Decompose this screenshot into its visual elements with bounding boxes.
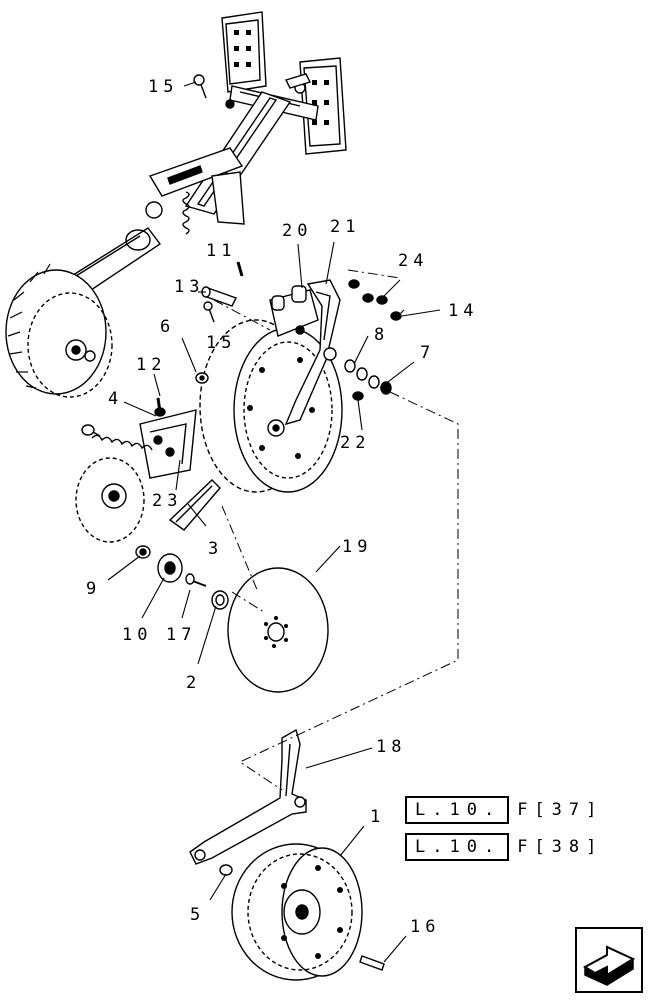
gauge-wheel-arm	[269, 279, 341, 426]
closing-wheel	[231, 843, 363, 981]
callout-16: 16	[410, 917, 440, 937]
callout-5: 5	[190, 905, 205, 925]
callout-11: 11	[206, 241, 236, 261]
callout-19: 19	[342, 537, 372, 557]
closing-wheel-arm	[189, 728, 307, 865]
reference-page: F[37]	[517, 800, 604, 820]
reference-link-1[interactable]: L.10. F[37]	[405, 796, 603, 824]
callout-9: 9	[86, 579, 101, 599]
reference-page: F[38]	[517, 837, 604, 857]
callout-6: 6	[160, 317, 175, 337]
callout-18: 18	[376, 737, 406, 757]
callout-20: 20	[282, 221, 312, 241]
callout-23: 23	[152, 491, 182, 511]
gauge-arm-assembly	[75, 409, 221, 543]
callout-3: 3	[208, 539, 223, 559]
callout-1: 1	[370, 807, 385, 827]
callout-22: 22	[340, 433, 370, 453]
callout-24: 24	[398, 251, 428, 271]
callout-labels: 15 20 21 11 24 13 14 15 6 8 7 12 4 22 23…	[86, 77, 478, 937]
callout-2: 2	[186, 673, 201, 693]
seed-disk	[227, 567, 329, 693]
callout-4: 4	[108, 389, 123, 409]
hardware-parts	[135, 74, 402, 971]
callout-15: 15	[148, 77, 178, 97]
callout-7: 7	[420, 343, 435, 363]
reference-code: L.10.	[405, 796, 510, 824]
frame-assembly	[60, 11, 347, 301]
callout-14: 14	[448, 301, 478, 321]
callout-12: 12	[136, 355, 166, 375]
next-page-arrow-icon	[582, 945, 636, 986]
callout-21: 21	[330, 217, 360, 237]
callout-10: 10	[122, 625, 152, 645]
callout-17: 17	[166, 625, 196, 645]
drive-tire	[5, 263, 113, 398]
callout-8: 8	[374, 325, 389, 345]
leader-lines	[107, 81, 441, 963]
reference-code: L.10.	[405, 833, 510, 861]
callout-15-lower: 15	[206, 333, 236, 353]
reference-link-2[interactable]: L.10. F[38]	[405, 833, 603, 861]
alignment-lines	[213, 269, 459, 791]
callout-13: 13	[174, 277, 204, 297]
next-page-button[interactable]	[575, 927, 643, 993]
